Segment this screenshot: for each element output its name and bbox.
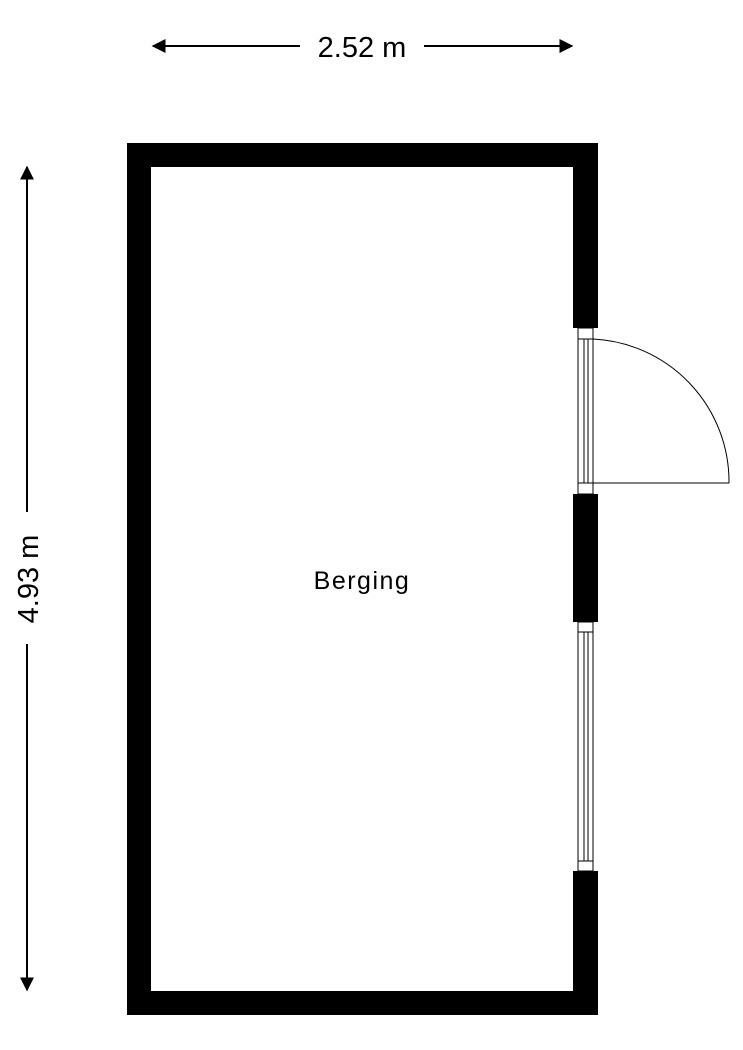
wall-bottom [127, 991, 598, 1015]
room-label: Berging [314, 567, 411, 595]
door [577, 327, 730, 495]
wall-top [127, 143, 598, 167]
window-frame-bottom [577, 860, 594, 872]
window [577, 621, 594, 872]
wall-right-upper [573, 143, 598, 328]
door-swing-arc [592, 338, 730, 484]
wall-left [127, 143, 151, 1015]
door-frame-top [577, 327, 594, 340]
window-frame-top [577, 621, 594, 633]
width-dimension-label: 2.52 m [318, 32, 407, 64]
door-frame-bottom [577, 482, 594, 495]
width-dimension: 2.52 m [151, 32, 574, 64]
wall-right-lower [573, 871, 598, 1015]
wall-right-middle [573, 494, 598, 622]
height-dimension: 4.93 m [13, 165, 45, 992]
height-dimension-label: 4.93 m [13, 535, 45, 624]
walls [127, 143, 598, 1015]
